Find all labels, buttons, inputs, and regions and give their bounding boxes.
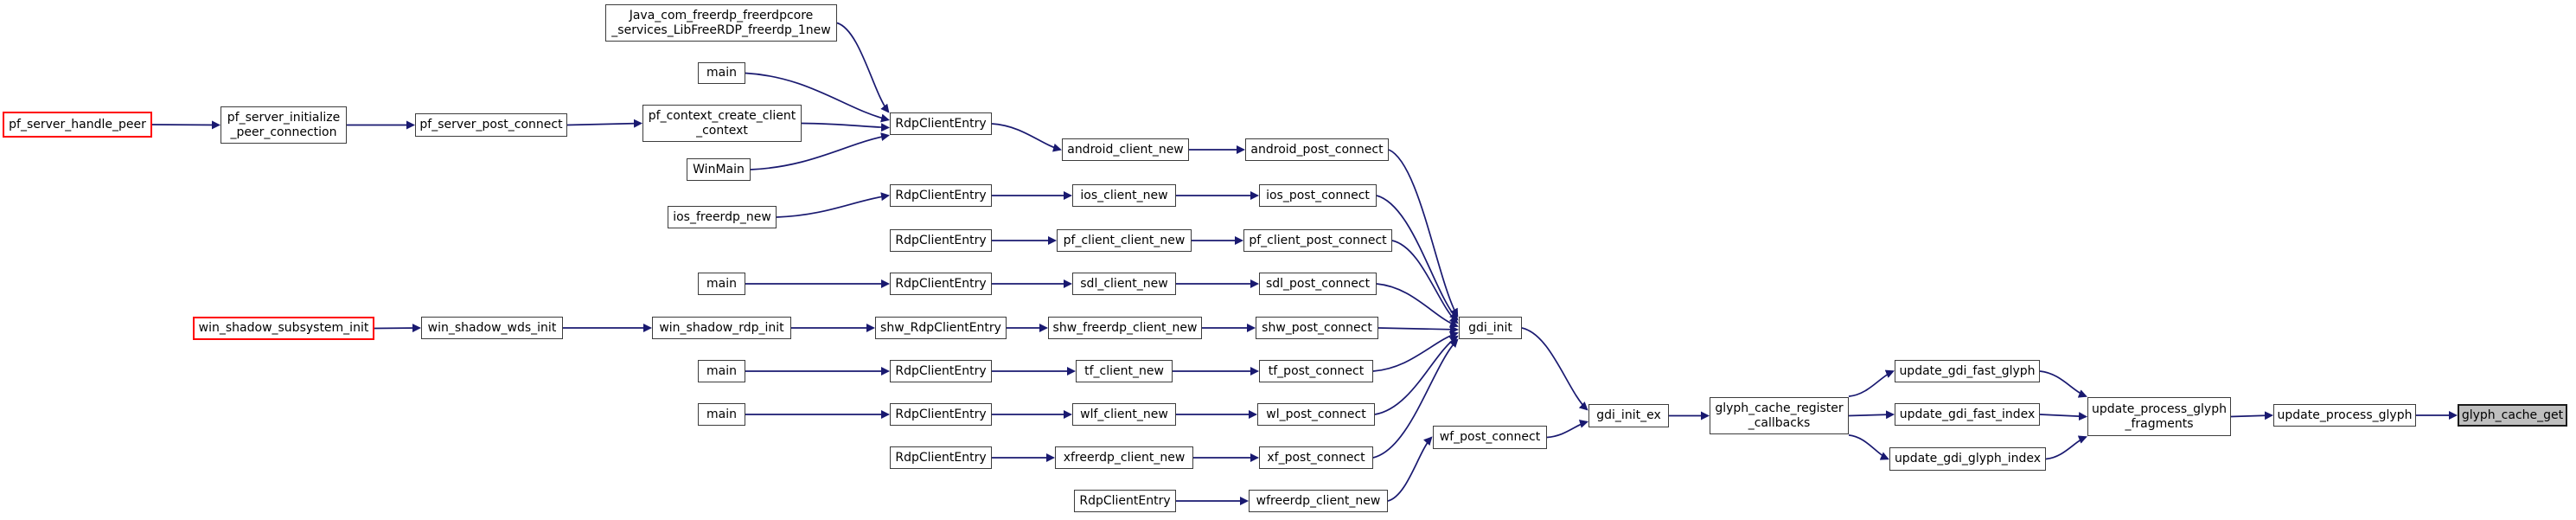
- node-wf_post_connect[interactable]: wf_post_connect: [1433, 426, 1547, 449]
- edge-java_lib_freerdp_new-to-rdp_client_entry_1: [836, 22, 890, 113]
- node-rdp_client_entry_8[interactable]: RdpClientEntry: [1074, 490, 1176, 512]
- node-gdi_init[interactable]: gdi_init: [1459, 317, 1522, 339]
- edge-update_process_glyph_fragments-to-update_process_glyph: [2230, 411, 2273, 420]
- edge-rdp_client_entry_1-to-android_client_new: [991, 123, 1062, 152]
- node-shw_rdp_client_entry[interactable]: shw_RdpClientEntry: [875, 317, 1007, 339]
- node-main_2[interactable]: main: [698, 273, 745, 295]
- node-wfreerdp_client_new[interactable]: wfreerdp_client_new: [1249, 490, 1388, 512]
- edge-pf_client_post_connect-to-gdi_init: [1391, 240, 1459, 324]
- node-main_1[interactable]: main: [698, 62, 745, 84]
- edge-tf_post_connect-to-gdi_init: [1372, 331, 1459, 372]
- node-update_gdi_fast_index[interactable]: update_gdi_fast_index: [1895, 403, 2040, 426]
- node-main_4[interactable]: main: [698, 403, 745, 426]
- node-shw_post_connect[interactable]: shw_post_connect: [1256, 317, 1378, 339]
- edge-main_1-to-rdp_client_entry_1: [745, 72, 890, 123]
- node-pf_client_post_connect[interactable]: pf_client_post_connect: [1243, 229, 1392, 252]
- node-sdl_client_new[interactable]: sdl_client_new: [1072, 273, 1176, 295]
- node-tf_client_new[interactable]: tf_client_new: [1076, 360, 1173, 382]
- node-update_process_glyph_fragments[interactable]: update_process_glyph _fragments: [2087, 397, 2231, 436]
- node-android_post_connect[interactable]: android_post_connect: [1245, 138, 1389, 161]
- edge-shw_post_connect-to-gdi_init: [1377, 324, 1459, 334]
- node-rdp_client_entry_3[interactable]: RdpClientEntry: [890, 229, 992, 252]
- edge-xf_post_connect-to-gdi_init: [1372, 338, 1459, 459]
- node-pf_client_client_new[interactable]: pf_client_client_new: [1057, 229, 1192, 252]
- node-gdi_init_ex[interactable]: gdi_init_ex: [1588, 404, 1669, 427]
- node-update_gdi_glyph_index[interactable]: update_gdi_glyph_index: [1889, 447, 2046, 471]
- node-rdp_client_entry_7[interactable]: RdpClientEntry: [890, 446, 992, 469]
- node-glyph_cache_get: glyph_cache_get: [2458, 404, 2567, 427]
- node-xf_post_connect[interactable]: xf_post_connect: [1259, 446, 1373, 469]
- node-win_shadow_wds_init[interactable]: win_shadow_wds_init: [421, 317, 563, 339]
- node-rdp_client_entry_1[interactable]: RdpClientEntry: [890, 112, 992, 135]
- edge-android_post_connect-to-gdi_init: [1388, 149, 1459, 318]
- edge-winmain-to-rdp_client_entry_1: [750, 132, 890, 170]
- edge-win_shadow_subsystem_init-to-win_shadow_wds_init: [374, 324, 421, 333]
- node-win_shadow_subsystem_init[interactable]: win_shadow_subsystem_init: [193, 317, 374, 340]
- edge-glyph_cache_register_callbacks-to-update_gdi_fast_index: [1848, 410, 1895, 420]
- node-sdl_post_connect[interactable]: sdl_post_connect: [1259, 273, 1377, 295]
- node-ios_client_new[interactable]: ios_client_new: [1072, 184, 1176, 207]
- edge-glyph_cache_register_callbacks-to-update_gdi_fast_glyph: [1848, 369, 1895, 397]
- edge-wl_post_connect-to-gdi_init: [1374, 335, 1459, 415]
- edge-pf_server_post_connect-to-pf_context_create_client_context: [566, 119, 642, 128]
- node-wl_post_connect[interactable]: wl_post_connect: [1257, 403, 1375, 426]
- node-pf_server_handle_peer[interactable]: pf_server_handle_peer: [3, 112, 152, 138]
- edge-update_gdi_glyph_index-to-update_process_glyph_fragments: [2045, 435, 2087, 460]
- node-glyph_cache_register_callbacks[interactable]: glyph_cache_register _callbacks: [1710, 397, 1849, 434]
- edge-update_gdi_fast_index-to-update_process_glyph_fragments: [2039, 412, 2087, 421]
- node-pf_server_initialize_peer_connection[interactable]: pf_server_initialize _peer_connection: [221, 106, 347, 144]
- node-rdp_client_entry_6[interactable]: RdpClientEntry: [890, 403, 992, 426]
- node-java_lib_freerdp_new[interactable]: Java_com_freerdp_freerdpcore _services_L…: [605, 4, 837, 42]
- node-wlf_client_new[interactable]: wlf_client_new: [1072, 403, 1176, 426]
- edge-sdl_post_connect-to-gdi_init: [1376, 283, 1459, 328]
- edge-glyph_cache_register_callbacks-to-update_gdi_glyph_index: [1848, 434, 1889, 460]
- node-rdp_client_entry_5[interactable]: RdpClientEntry: [890, 360, 992, 382]
- node-ios_freerdp_new[interactable]: ios_freerdp_new: [668, 206, 777, 228]
- node-win_shadow_rdp_init[interactable]: win_shadow_rdp_init: [652, 317, 791, 339]
- edge-ios_freerdp_new-to-rdp_client_entry_2: [776, 192, 890, 218]
- node-main_3[interactable]: main: [698, 360, 745, 382]
- edge-gdi_init-to-gdi_init_ex: [1521, 327, 1588, 411]
- node-winmain[interactable]: WinMain: [687, 158, 751, 181]
- node-tf_post_connect[interactable]: tf_post_connect: [1259, 360, 1373, 382]
- node-pf_context_create_client_context[interactable]: pf_context_create_client _context: [642, 105, 802, 142]
- edge-pf_context_create_client_context-to-rdp_client_entry_1: [801, 122, 890, 132]
- edge-wfreerdp_client_new-to-wf_post_connect: [1387, 436, 1433, 502]
- node-shw_freerdp_client_new[interactable]: shw_freerdp_client_new: [1048, 317, 1202, 339]
- node-update_gdi_fast_glyph[interactable]: update_gdi_fast_glyph: [1895, 360, 2040, 382]
- node-rdp_client_entry_2[interactable]: RdpClientEntry: [890, 184, 992, 207]
- edge-wf_post_connect-to-gdi_init_ex: [1546, 420, 1588, 439]
- node-update_process_glyph[interactable]: update_process_glyph: [2273, 404, 2416, 427]
- node-xfreerdp_client_new[interactable]: xfreerdp_client_new: [1055, 446, 1193, 469]
- node-rdp_client_entry_4[interactable]: RdpClientEntry: [890, 273, 992, 295]
- edge-update_gdi_fast_glyph-to-update_process_glyph_fragments: [2039, 370, 2087, 398]
- node-android_client_new[interactable]: android_client_new: [1062, 138, 1189, 161]
- edge-ios_post_connect-to-gdi_init: [1376, 195, 1459, 321]
- node-pf_server_post_connect[interactable]: pf_server_post_connect: [415, 113, 567, 137]
- node-ios_post_connect[interactable]: ios_post_connect: [1259, 184, 1377, 207]
